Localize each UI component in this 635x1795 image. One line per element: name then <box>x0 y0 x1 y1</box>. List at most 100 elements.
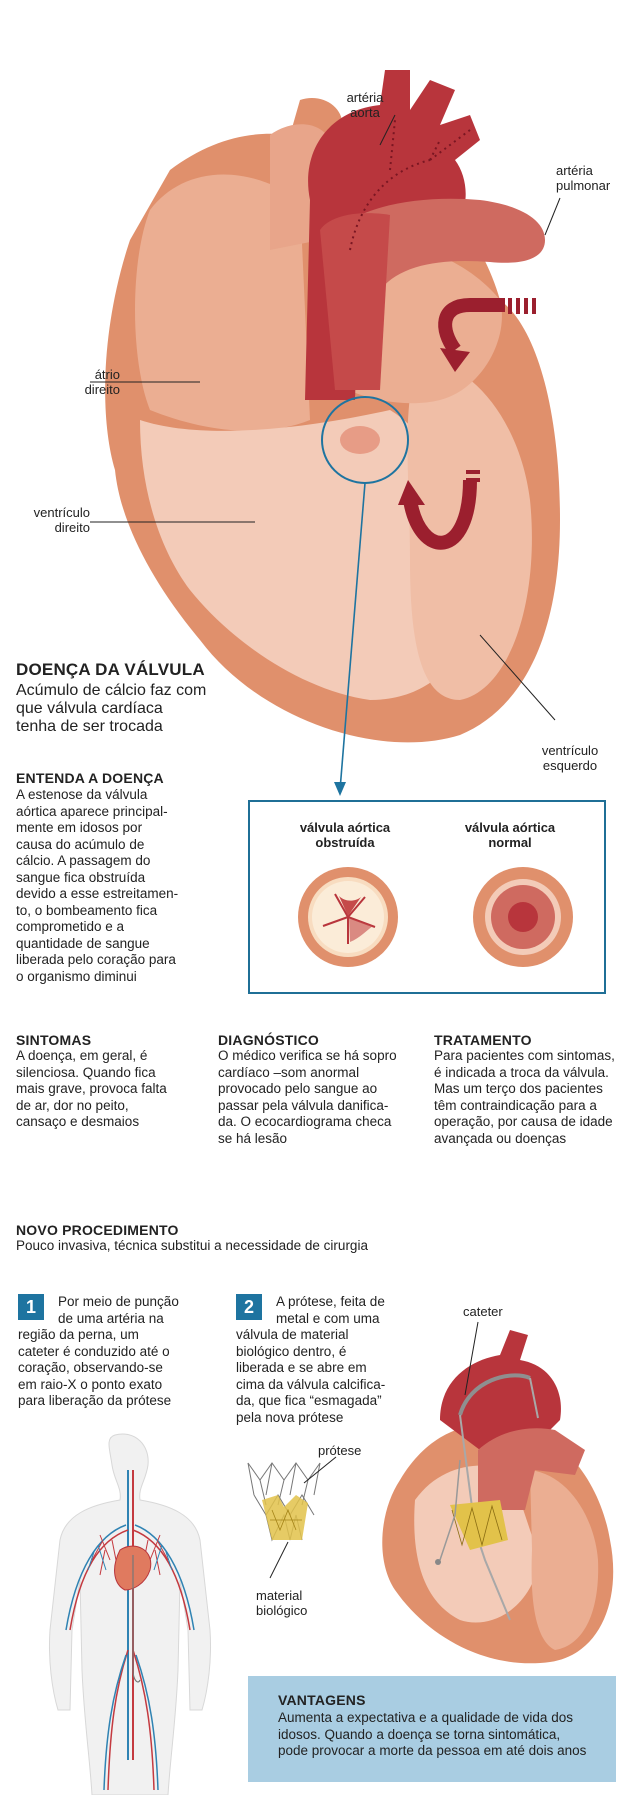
label-biological-material: material biológico <box>256 1588 307 1618</box>
advantages-line: pode provocar a morte da pessoa em até d… <box>278 1743 587 1758</box>
label-left-ventricle: ventrículo esquerdo <box>530 743 610 773</box>
procedure-subtitle: Pouco invasiva, técnica substitui a nece… <box>16 1238 368 1253</box>
subtitle-line2: que válvula cardíaca <box>16 700 163 717</box>
label-left-ventricle-line2: esquerdo <box>542 758 598 773</box>
treatment-line: têm contraindicação para a <box>434 1097 597 1113</box>
step2-line: cima da válvula calcifica- <box>236 1376 386 1392</box>
step1-line: em raio-X o ponto exato <box>18 1376 163 1392</box>
treatment-body: Para pacientes com sintomas, é indicada … <box>434 1048 629 1147</box>
understand-line: causa do acúmulo de <box>16 836 145 852</box>
valve-normal-label: válvula aórtica normal <box>435 820 585 850</box>
subtitle-line3: tenha de ser trocada <box>16 718 163 735</box>
label-material-line1: material <box>256 1588 303 1603</box>
diagnosis-line: se há lesão <box>218 1130 288 1146</box>
valve-obstructed-icon <box>298 867 398 967</box>
prosthesis-illustration <box>247 1462 321 1542</box>
understand-line: cálcio. A passagem do <box>16 853 151 868</box>
valve-obstructed-label: válvula aórtica obstruída <box>270 820 420 850</box>
right-ventricle <box>140 410 470 700</box>
advantages-body: Aumenta a expectativa e a qualidade de v… <box>278 1710 608 1760</box>
step2-text: A prótese, feita de metal e com uma válv… <box>236 1294 406 1426</box>
step1-line: coração, observando-se <box>18 1360 163 1375</box>
label-catheter: cateter <box>463 1304 503 1319</box>
symptoms-line: mais grave, provoca falta <box>16 1081 167 1096</box>
label-aorta: artéria aorta <box>330 90 400 120</box>
symptoms-line: cansaço e desmaios <box>16 1114 140 1129</box>
diagnosis-line: O médico verifica se há sopro <box>218 1048 397 1063</box>
label-aorta-line2: aorta <box>350 105 380 120</box>
symptoms-line: A doença, em geral, é <box>16 1048 148 1063</box>
right-atrium <box>135 174 310 431</box>
step2-line: pela nova prótese <box>236 1409 344 1425</box>
diagnosis-line: passar pela válvula danifica- <box>218 1097 389 1113</box>
blood-flow-arrow-upper <box>438 298 505 355</box>
label-prosthesis: prótese <box>318 1443 362 1458</box>
understand-line: A estenose da válvula <box>16 787 148 802</box>
step1-line: de uma artéria na <box>58 1310 164 1326</box>
label-pulmonary-line1: artéria <box>556 163 593 178</box>
symptoms-line: de ar, dor no peito, <box>16 1097 129 1113</box>
treatment-heading: TRATAMENTO <box>434 1032 532 1048</box>
step1-number-badge: 1 <box>18 1294 44 1320</box>
label-aorta-line1: artéria <box>346 90 384 105</box>
symptoms-body: A doença, em geral, é silenciosa. Quando… <box>16 1048 206 1131</box>
step2-line: A prótese, feita de <box>276 1294 385 1309</box>
label-right-atrium-line2: direito <box>84 382 120 397</box>
step2-line: liberada e se abre em <box>236 1360 367 1375</box>
prosthesis-leader <box>303 1456 337 1484</box>
understand-section: ENTENDA A DOENÇA A estenose da válvula a… <box>16 770 216 985</box>
advantages-heading: VANTAGENS <box>278 1692 366 1708</box>
step2-line: da, que fica “esmagada” <box>236 1393 382 1408</box>
label-left-ventricle-line1: ventrículo <box>541 743 599 758</box>
label-right-ventricle: ventrículo direito <box>20 505 90 535</box>
diagnosis-heading: DIAGNÓSTICO <box>218 1032 319 1048</box>
understand-line: mente em idosos por <box>16 820 143 835</box>
label-material-line2: biológico <box>256 1603 308 1618</box>
symptoms-section: SINTOMAS A doença, em geral, é silencios… <box>16 1032 206 1131</box>
valve-obstructed-line1: válvula aórtica <box>299 820 391 835</box>
advantages-box: VANTAGENS Aumenta a expectativa e a qual… <box>248 1676 616 1782</box>
treatment-section: TRATAMENTO Para pacientes com sintomas, … <box>434 1032 629 1147</box>
valve-comparison-box: válvula aórtica obstruída válvula aórtic… <box>248 800 606 994</box>
label-right-atrium-line1: átrio <box>94 367 120 382</box>
material-leader <box>269 1541 289 1579</box>
diagnosis-line: provocado pelo sangue ao <box>218 1081 378 1096</box>
diagnosis-body: O médico verifica se há sopro cardíaco –… <box>218 1048 418 1147</box>
symptoms-heading: SINTOMAS <box>16 1032 92 1048</box>
valve-normal-icon <box>473 867 573 967</box>
understand-line: devido a esse estreitamen- <box>16 886 179 901</box>
step2-line: biológico dentro, é <box>236 1343 347 1359</box>
blood-flow-arrow-lower <box>403 479 477 550</box>
step1-line: cateter é conduzido até o <box>18 1343 170 1359</box>
understand-heading: ENTENDA A DOENÇA <box>16 770 164 786</box>
understand-body: A estenose da válvula aórtica aparece pr… <box>16 787 216 985</box>
treatment-line: Para pacientes com sintomas, <box>434 1048 615 1063</box>
label-pulmonary-line2: pulmonar <box>556 178 611 193</box>
heart-catheter-illustration <box>382 1321 614 1664</box>
diagnosis-line: da. O ecocardiograma checa <box>218 1114 392 1129</box>
page-title: DOENÇA DA VÁLVULA <box>16 660 205 679</box>
label-right-atrium: átrio direito <box>60 367 120 397</box>
understand-line: to, o bombeamento fica <box>16 902 158 918</box>
understand-line: quantidade de sangue <box>16 935 150 951</box>
valve-obstructed-line2: obstruída <box>315 835 375 850</box>
page-subtitle: Acúmulo de cálcio faz com que válvula ca… <box>16 682 246 736</box>
advantages-line: Aumenta a expectativa e a qualidade de v… <box>278 1710 573 1725</box>
step1-line: para liberação da prótese <box>18 1393 172 1408</box>
understand-line: comprometido e a <box>16 919 125 934</box>
treatment-line: avançada ou doenças <box>434 1130 567 1146</box>
diagnosis-section: DIAGNÓSTICO O médico verifica se há sopr… <box>218 1032 418 1147</box>
subtitle-line1: Acúmulo de cálcio faz com <box>16 682 207 699</box>
treatment-line: Mas um terço dos pacientes <box>434 1081 603 1096</box>
diagnosis-line: cardíaco –som anormal <box>218 1064 360 1080</box>
header-block: DOENÇA DA VÁLVULA Acúmulo de cálcio faz … <box>16 660 246 736</box>
label-right-ventricle-line2: direito <box>54 520 90 535</box>
valve-normal-line2: normal <box>488 835 532 850</box>
procedure-header: NOVO PROCEDIMENTO Pouco invasiva, técnic… <box>16 1222 616 1255</box>
left-ventricle <box>407 360 532 700</box>
label-right-ventricle-line1: ventrículo <box>33 505 90 520</box>
label-pulmonary: artéria pulmonar <box>556 163 626 193</box>
procedure-heading: NOVO PROCEDIMENTO <box>16 1222 179 1238</box>
step2-line: válvula de material <box>236 1327 349 1342</box>
understand-line: sangue fica obstruída <box>16 869 146 885</box>
